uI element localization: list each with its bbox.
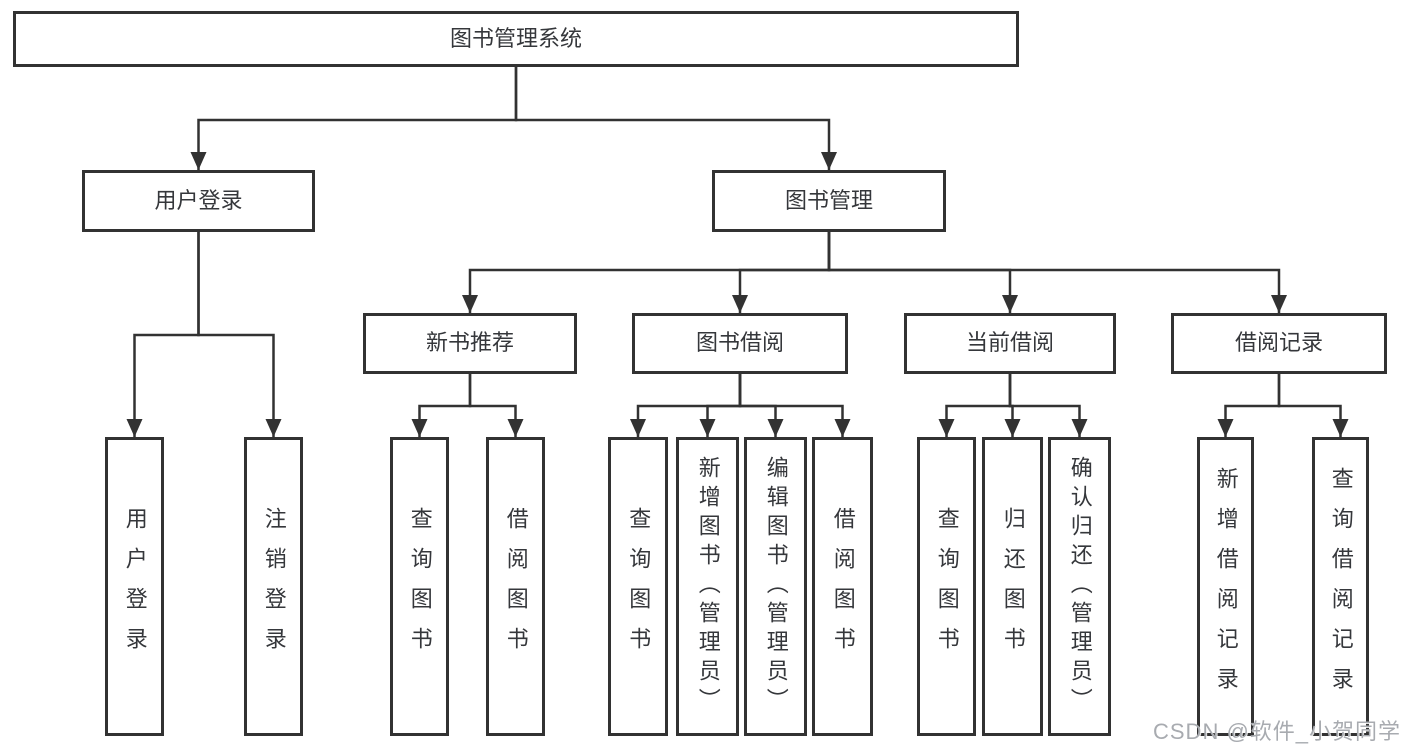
node-label-nb-query: 查询图书 (407, 506, 433, 667)
node-rec-add: 新增借阅记录 (1197, 437, 1254, 736)
node-label-current: 当前借阅 (965, 330, 1054, 356)
node-label-root: 图书管理系统 (449, 25, 582, 51)
node-login-logout: 注销登录 (244, 437, 303, 736)
node-label-bw-edit: 编辑图书（管理员） (763, 456, 789, 717)
node-mgmt: 图书管理 (712, 170, 946, 232)
node-bw-add: 新增图书（管理员） (676, 437, 739, 736)
node-current: 当前借阅 (904, 313, 1116, 374)
edge-login-to-login-logout (197, 232, 282, 437)
node-label-login: 用户登录 (154, 187, 243, 213)
edge-borrow-to-bw-borrow (738, 374, 851, 437)
node-label-records: 借阅记录 (1234, 330, 1323, 356)
edge-mgmt-to-current (827, 232, 1018, 313)
node-records: 借阅记录 (1171, 313, 1387, 374)
node-cur-query: 查询图书 (917, 437, 976, 736)
edge-mgmt-to-borrow (732, 232, 831, 313)
node-label-cur-query: 查询图书 (934, 506, 960, 667)
csdn-watermark: CSDN @软件_小贺同学 (1153, 714, 1401, 746)
edge-records-to-rec-add (1217, 374, 1281, 437)
node-label-bw-query: 查询图书 (626, 506, 652, 667)
node-login: 用户登录 (82, 170, 315, 232)
node-nb-query: 查询图书 (390, 437, 449, 736)
node-label-borrow: 图书借阅 (695, 330, 784, 356)
node-label-bw-add: 新增图书（管理员） (695, 456, 721, 717)
node-label-rec-add: 新增借阅记录 (1213, 466, 1239, 707)
node-nb-borrow: 借阅图书 (486, 437, 545, 736)
edge-root-to-login (190, 67, 518, 170)
edge-mgmt-to-records (827, 232, 1287, 313)
node-root: 图书管理系统 (13, 11, 1019, 67)
watermark-text: CSDN @软件_小贺同学 (1153, 719, 1402, 744)
edge-newbook-to-nb-query (411, 374, 472, 437)
edge-login-to-login-user (126, 232, 200, 437)
node-bw-query: 查询图书 (608, 437, 668, 736)
node-label-login-user: 用户登录 (122, 506, 148, 667)
node-cur-confirm: 确认归还（管理员） (1048, 437, 1111, 736)
edge-current-to-cur-confirm (1008, 374, 1088, 437)
node-login-user: 用户登录 (105, 437, 164, 736)
node-label-rec-query: 查询借阅记录 (1328, 466, 1354, 707)
node-rec-query: 查询借阅记录 (1312, 437, 1369, 736)
node-bw-borrow: 借阅图书 (812, 437, 873, 736)
node-label-nb-borrow: 借阅图书 (503, 506, 529, 667)
node-label-cur-confirm: 确认归还（管理员） (1067, 456, 1093, 717)
node-borrow: 图书借阅 (632, 313, 848, 374)
edge-records-to-rec-query (1277, 374, 1349, 437)
node-bw-edit: 编辑图书（管理员） (744, 437, 807, 736)
node-label-mgmt: 图书管理 (784, 187, 873, 213)
edge-root-to-mgmt (514, 67, 837, 170)
edge-borrow-to-bw-add (699, 374, 742, 437)
node-label-login-logout: 注销登录 (261, 506, 287, 667)
edge-newbook-to-nb-borrow (468, 374, 524, 437)
node-label-newbook: 新书推荐 (425, 330, 514, 356)
edge-mgmt-to-newbook (462, 232, 831, 313)
edge-current-to-cur-query (938, 374, 1012, 437)
node-newbook: 新书推荐 (363, 313, 577, 374)
node-label-bw-borrow: 借阅图书 (830, 506, 856, 667)
node-cur-return: 归还图书 (982, 437, 1043, 736)
node-label-cur-return: 归还图书 (1000, 506, 1026, 667)
